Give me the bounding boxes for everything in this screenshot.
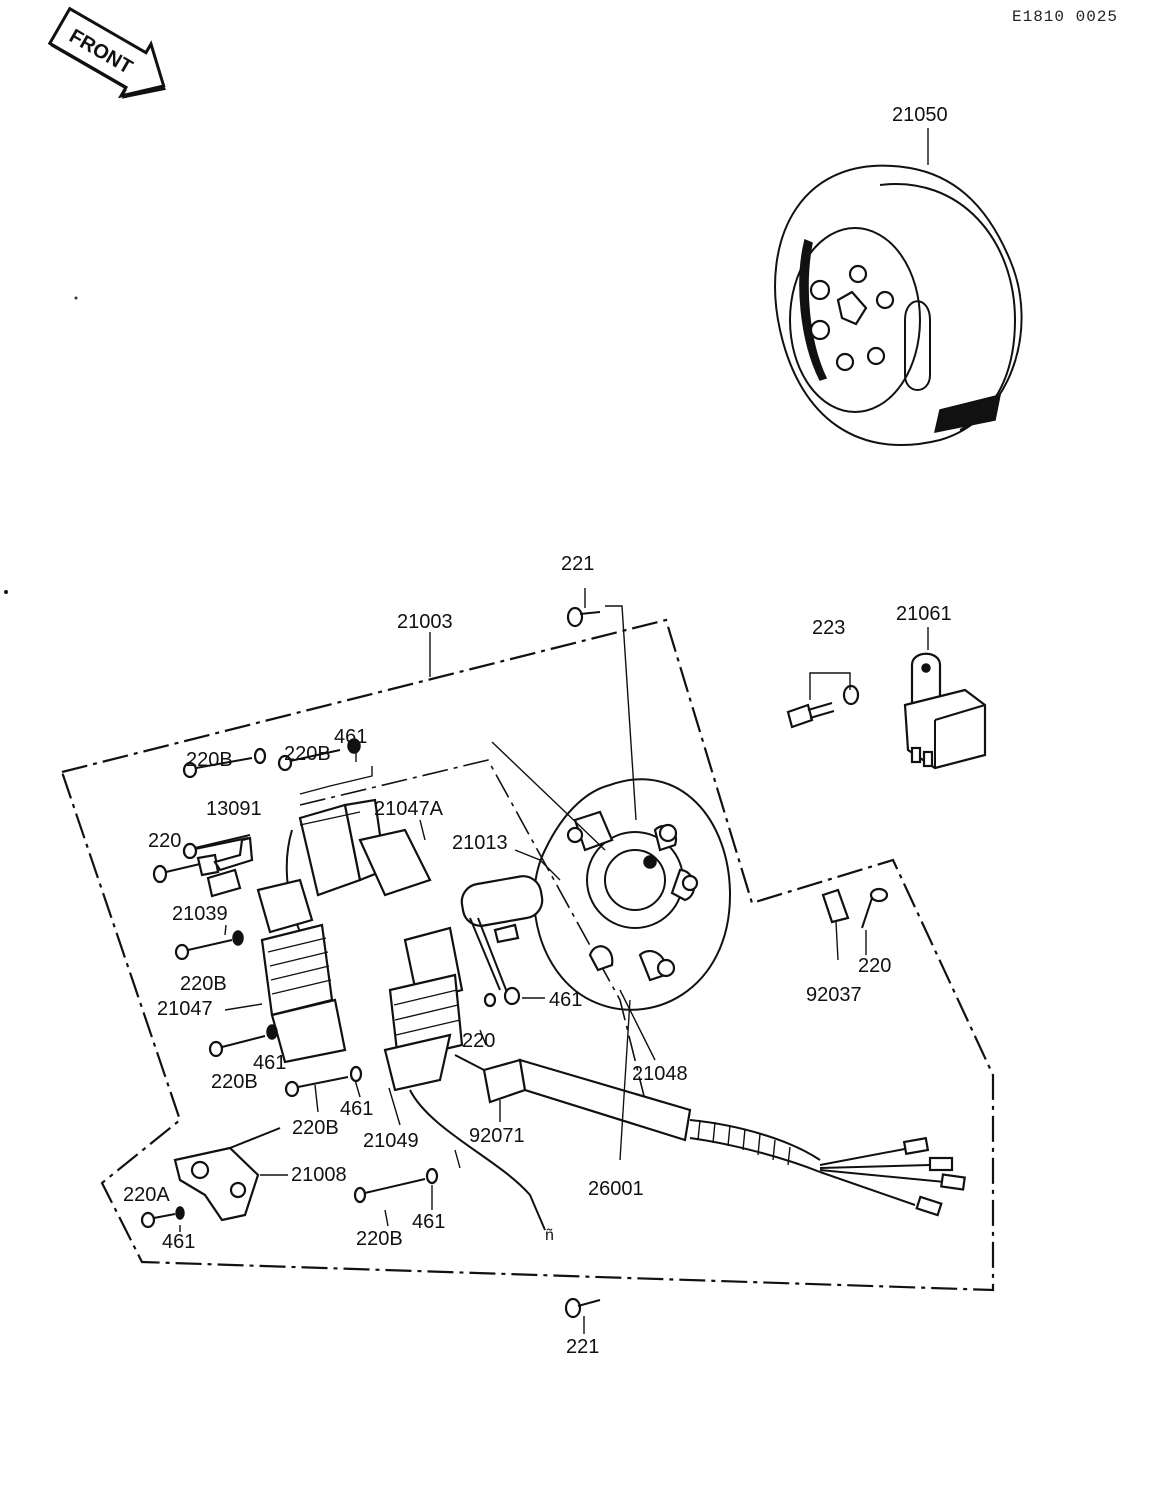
label-92037: 92037 <box>806 984 862 1006</box>
label-461-a: 461 <box>334 726 367 748</box>
contact-breaker-21008 <box>173 1127 281 1222</box>
label-220B-e: 220B <box>292 1117 339 1139</box>
leader-lines <box>179 128 929 1232</box>
label-223: 223 <box>812 617 845 639</box>
label-220-b: 220 <box>462 1030 495 1052</box>
label-221-top: 221 <box>561 553 594 575</box>
label-21049: 21049 <box>363 1130 419 1152</box>
stator-plate <box>533 778 732 1011</box>
screw-washer-223 <box>786 672 860 729</box>
label-220B-c: 220B <box>180 973 227 995</box>
label-26001: 26001 <box>588 1178 644 1200</box>
label-21061: 21061 <box>896 603 952 625</box>
label-461-b: 461 <box>549 989 582 1011</box>
label-220B-b: 220B <box>284 743 331 765</box>
wire-harness-26001: ñ <box>454 1054 966 1244</box>
regulator-21061 <box>903 652 987 770</box>
label-92071: 92071 <box>469 1125 525 1147</box>
label-21003: 21003 <box>397 611 453 633</box>
label-220A: 220A <box>123 1184 170 1206</box>
label-461-c: 461 <box>253 1052 286 1074</box>
svg-text:ñ: ñ <box>545 1227 554 1244</box>
label-21050: 21050 <box>892 104 948 126</box>
bolts-220B <box>140 738 521 1229</box>
label-220B-d: 220B <box>211 1071 258 1093</box>
assembly-boundary-21003 <box>60 618 995 1292</box>
coil-21047 <box>256 878 347 1064</box>
label-21013: 21013 <box>452 832 508 854</box>
screw-221-top <box>566 588 637 821</box>
label-220B-a: 220B <box>186 749 233 771</box>
label-461-d: 461 <box>340 1098 373 1120</box>
front-arrow-badge: FRONT <box>47 6 167 99</box>
screw-221-bottom <box>564 1297 601 1334</box>
bracket-92037 <box>821 887 889 961</box>
label-21048: 21048 <box>632 1063 688 1085</box>
diagram-code: E1810 0025 <box>1012 8 1118 26</box>
condenser-21013 <box>460 875 544 1001</box>
label-220-a: 220 <box>148 830 181 852</box>
part-labels: 21050 221 21003 223 21061 220B 220B 461 … <box>123 104 952 1358</box>
label-21047A: 21047A <box>374 798 444 820</box>
rotor-flywheel <box>774 164 1023 446</box>
label-221-bottom: 221 <box>566 1336 599 1358</box>
label-461-f: 461 <box>412 1211 445 1233</box>
label-13091: 13091 <box>206 798 262 820</box>
label-21047: 21047 <box>157 998 213 1020</box>
label-220-c: 220 <box>858 955 891 977</box>
label-461-e: 461 <box>162 1231 195 1253</box>
label-21008: 21008 <box>291 1164 347 1186</box>
label-21039: 21039 <box>172 903 228 925</box>
coil-21049 <box>383 926 546 1231</box>
label-220B-f: 220B <box>356 1228 403 1250</box>
